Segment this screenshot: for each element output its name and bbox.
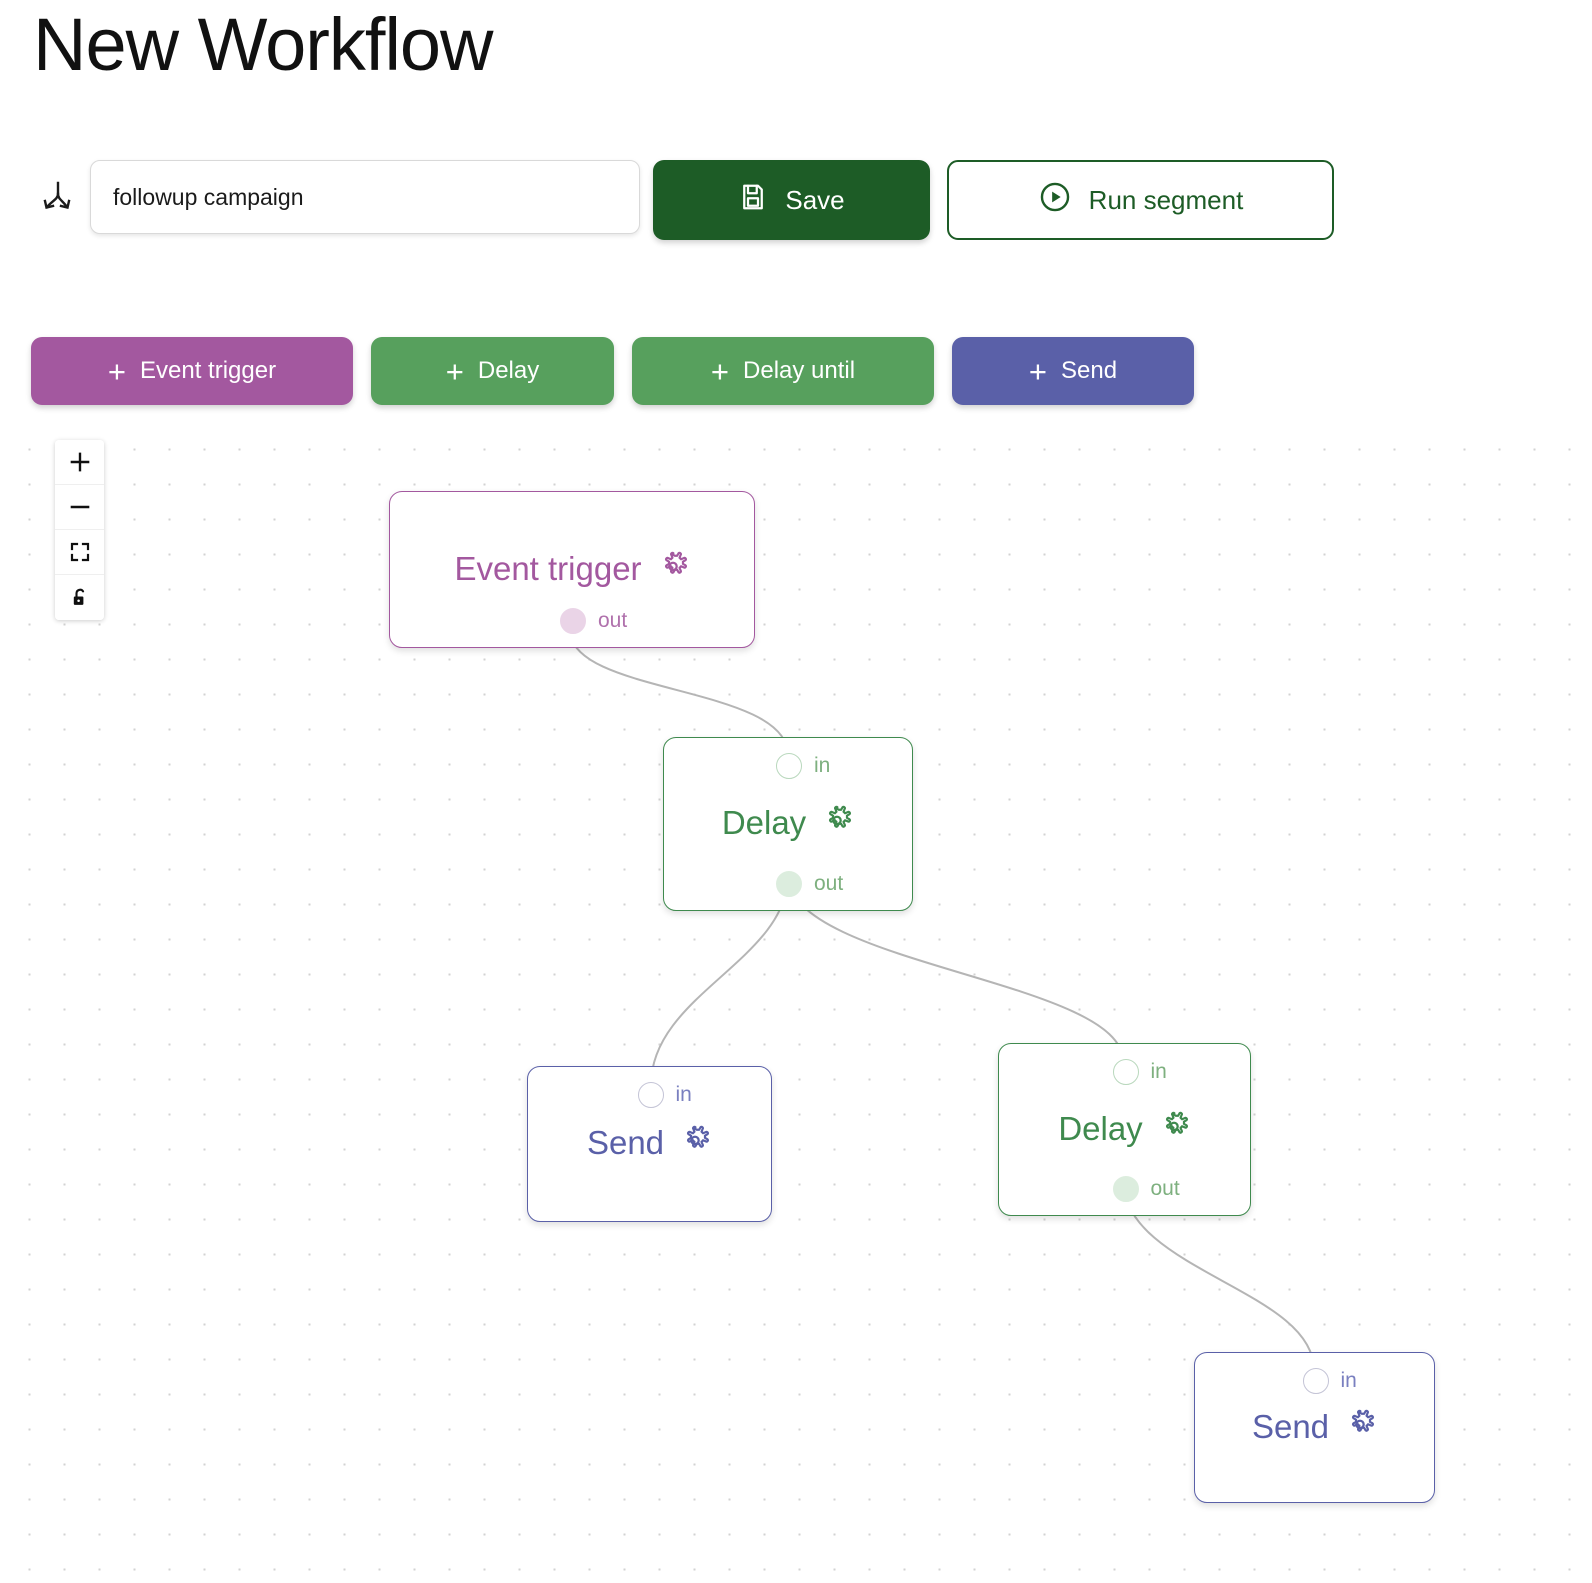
node-delay-2[interactable]: Delay in out <box>998 1043 1251 1216</box>
save-button-label: Save <box>785 184 845 215</box>
play-circle-icon <box>1038 180 1072 221</box>
node-event-trigger-1[interactable]: Event trigger out <box>389 491 755 648</box>
zoom-out-button[interactable] <box>55 485 104 530</box>
handle-out-label: out <box>598 609 628 632</box>
handle-in[interactable] <box>1112 1059 1139 1085</box>
lock-button[interactable] <box>55 575 104 620</box>
node-title-label: Event trigger <box>454 549 642 587</box>
palette-add-send-label: Send <box>1061 357 1118 384</box>
node-in-handle-group: in <box>776 753 830 779</box>
node-title-label: Delay <box>721 804 807 841</box>
canvas-controls <box>55 440 104 620</box>
palette-add-delay[interactable]: + Delay <box>371 337 614 405</box>
palette-add-delay-label: Delay <box>477 357 540 384</box>
node-title-label: Send <box>1251 1407 1330 1445</box>
handle-in-label: in <box>1340 1369 1357 1392</box>
node-title-row: Delay <box>999 1108 1250 1150</box>
node-settings-gear-icon[interactable] <box>820 802 854 844</box>
node-title-row: Send <box>528 1122 771 1164</box>
handle-out-label: out <box>1150 1177 1180 1200</box>
gear-icon[interactable] <box>1343 1406 1377 1440</box>
node-in-handle-group: in <box>1112 1059 1167 1085</box>
node-out-handle-group: out <box>1112 1176 1180 1202</box>
save-button[interactable]: Save <box>653 160 930 240</box>
plus-icon: + <box>1028 353 1048 389</box>
unlocked-padlock-icon <box>73 588 84 605</box>
fit-view-button[interactable] <box>55 530 104 575</box>
handle-out[interactable] <box>776 871 802 897</box>
workflow-name-row <box>30 160 640 234</box>
node-title-label: Send <box>586 1124 665 1161</box>
handle-out-label: out <box>814 872 844 895</box>
run-segment-button-label: Run segment <box>1088 184 1244 215</box>
node-in-handle-group: in <box>637 1082 692 1108</box>
node-title-label: Delay <box>1058 1109 1143 1147</box>
node-title-row: Send <box>1195 1406 1434 1448</box>
plus-icon <box>70 452 89 472</box>
run-segment-button[interactable]: Run segment <box>947 160 1334 240</box>
palette-add-event-trigger-label: Event trigger <box>140 357 277 384</box>
plus-icon: + <box>710 353 730 389</box>
plus-icon: + <box>107 353 127 389</box>
gear-icon[interactable] <box>820 802 854 836</box>
node-out-handle-group: out <box>560 608 627 634</box>
gear-icon[interactable] <box>656 548 690 582</box>
branch-split-icon <box>30 171 82 223</box>
handle-in[interactable] <box>776 753 802 779</box>
workflow-name-input[interactable] <box>90 160 640 234</box>
node-in-handle-group: in <box>1302 1368 1357 1394</box>
minus-icon <box>70 505 89 509</box>
plus-icon: + <box>445 353 464 389</box>
handle-out[interactable] <box>1112 1176 1139 1202</box>
palette-add-send[interactable]: + Send <box>952 337 1194 405</box>
handle-in-label: in <box>675 1083 692 1106</box>
edge-event-trigger-1-to-delay-1[interactable] <box>569 629 789 756</box>
node-settings-gear-icon[interactable] <box>678 1122 712 1164</box>
node-palette: + Event trigger + Delay + Delay until + … <box>31 337 1194 405</box>
node-title-row: Delay <box>664 802 912 844</box>
page-title: New Workflow <box>33 3 493 86</box>
node-settings-gear-icon[interactable] <box>1157 1108 1191 1150</box>
handle-in[interactable] <box>1302 1368 1329 1394</box>
zoom-in-button[interactable] <box>55 440 104 485</box>
node-out-handle-group: out <box>776 871 843 897</box>
node-delay-1[interactable]: Delay in out <box>663 737 913 911</box>
node-settings-gear-icon[interactable] <box>656 548 690 590</box>
gear-icon[interactable] <box>678 1122 712 1156</box>
handle-in[interactable] <box>637 1082 664 1108</box>
palette-add-event-trigger[interactable]: + Event trigger <box>31 337 353 405</box>
fit-view-icon <box>70 542 89 562</box>
palette-add-delay-until-label: Delay until <box>743 357 856 384</box>
gear-icon[interactable] <box>1157 1108 1191 1142</box>
node-title-row: Event trigger <box>390 548 754 590</box>
node-settings-gear-icon[interactable] <box>1343 1406 1377 1448</box>
handle-in-label: in <box>1150 1060 1167 1083</box>
floppy-disk-icon <box>738 182 768 219</box>
palette-add-delay-until[interactable]: + Delay until <box>632 337 934 405</box>
handle-out[interactable] <box>560 608 586 634</box>
handle-in-label: in <box>814 754 831 777</box>
